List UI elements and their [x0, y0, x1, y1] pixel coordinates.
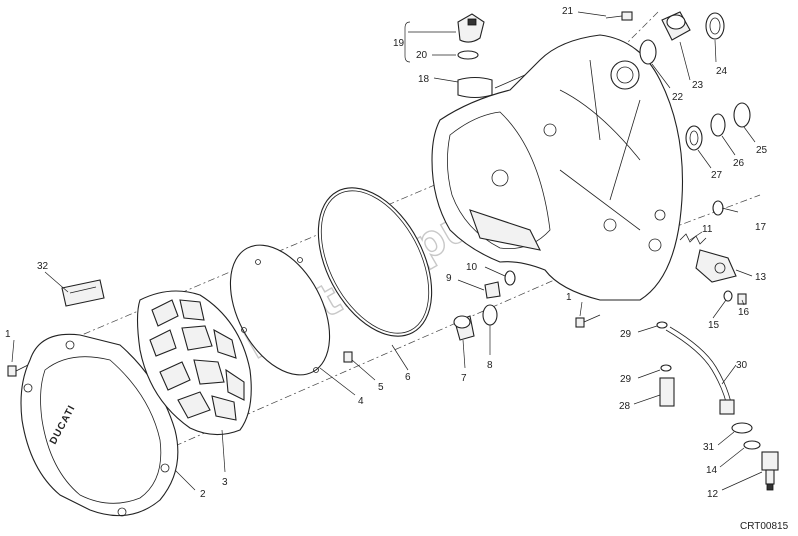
callout-13: 13	[755, 272, 767, 283]
callout-11: 11	[702, 224, 713, 235]
callout-5: 5	[378, 382, 384, 393]
washer-part-17	[712, 200, 724, 216]
callout-16: 16	[738, 307, 750, 318]
callout-7: 7	[461, 373, 467, 384]
washer-part-10	[504, 270, 516, 286]
plug-part-7	[453, 315, 475, 341]
o-ring-part-20	[457, 50, 479, 60]
callout-10: 10	[466, 262, 478, 273]
callout-32: 32	[37, 261, 49, 272]
oil-pipe-part-30	[665, 326, 735, 415]
callout-12: 12	[707, 489, 719, 500]
o-ring-part-8	[482, 304, 498, 326]
o-ring-part-26	[710, 113, 726, 137]
fitting-part-28	[659, 377, 675, 407]
spring-part-11	[679, 233, 707, 245]
bushing-part-23	[661, 11, 691, 41]
callout-31: 31	[703, 442, 715, 453]
screw-part-5	[343, 351, 353, 363]
washer-part-15	[723, 290, 733, 302]
callout-18: 18	[418, 74, 430, 85]
callout-1-left: 1	[5, 329, 11, 340]
callout-6: 6	[405, 372, 411, 383]
o-ring-part-29-lower	[660, 364, 672, 372]
seal-part-24	[705, 12, 725, 40]
callout-1-centre: 1	[566, 292, 572, 303]
callout-4: 4	[358, 396, 364, 407]
label-part-32	[61, 279, 105, 307]
clutch-cover-part-2: DUCATI	[20, 333, 179, 517]
cover-guard-part-3	[136, 290, 252, 436]
callout-29-lower: 29	[620, 374, 632, 385]
callout-28: 28	[619, 401, 631, 412]
circlip-part-22	[639, 39, 657, 65]
callout-8: 8	[487, 360, 493, 371]
callout-labels: 1 2 3 4 5 6 7 8 9 10 11 12 13 14 15 16 1…	[5, 6, 768, 500]
assembly-axis-lines	[69, 9, 761, 471]
leader-lines	[11, 11, 763, 491]
valve-body-part-13	[695, 249, 737, 283]
callout-21: 21	[562, 6, 574, 17]
o-ring-part-31	[731, 422, 753, 434]
callout-25: 25	[756, 145, 768, 156]
bolt-part-21	[605, 11, 633, 21]
callout-17: 17	[755, 222, 767, 233]
filler-cap-part-19	[457, 13, 485, 43]
callout-14: 14	[706, 465, 718, 476]
o-ring-part-29-upper	[656, 321, 668, 329]
callout-30: 30	[736, 360, 748, 371]
disc-plate-part-4	[229, 244, 331, 376]
seal-part-27	[685, 125, 703, 151]
crankcase-cover-housing	[431, 34, 684, 301]
callout-3: 3	[222, 477, 228, 488]
bolt-part-1-centre	[575, 314, 601, 328]
callout-15: 15	[708, 320, 720, 331]
o-ring-part-6	[317, 187, 433, 337]
callout-29-upper: 29	[620, 329, 632, 340]
callout-9: 9	[446, 273, 452, 284]
callout-26: 26	[733, 158, 745, 169]
plug-part-9	[484, 281, 501, 299]
bolt-part-16	[737, 293, 747, 305]
callout-22: 22	[672, 92, 684, 103]
callout-20: 20	[416, 50, 428, 61]
sensor-part-12	[761, 451, 779, 491]
callout-27: 27	[711, 170, 723, 181]
washer-part-14	[743, 440, 761, 450]
callout-19: 19	[393, 38, 405, 49]
callout-23: 23	[692, 80, 704, 91]
callout-24: 24	[716, 66, 728, 77]
drawing-code: CRT00815	[740, 521, 789, 532]
callout-2: 2	[200, 489, 206, 500]
circlip-part-25	[733, 102, 751, 128]
